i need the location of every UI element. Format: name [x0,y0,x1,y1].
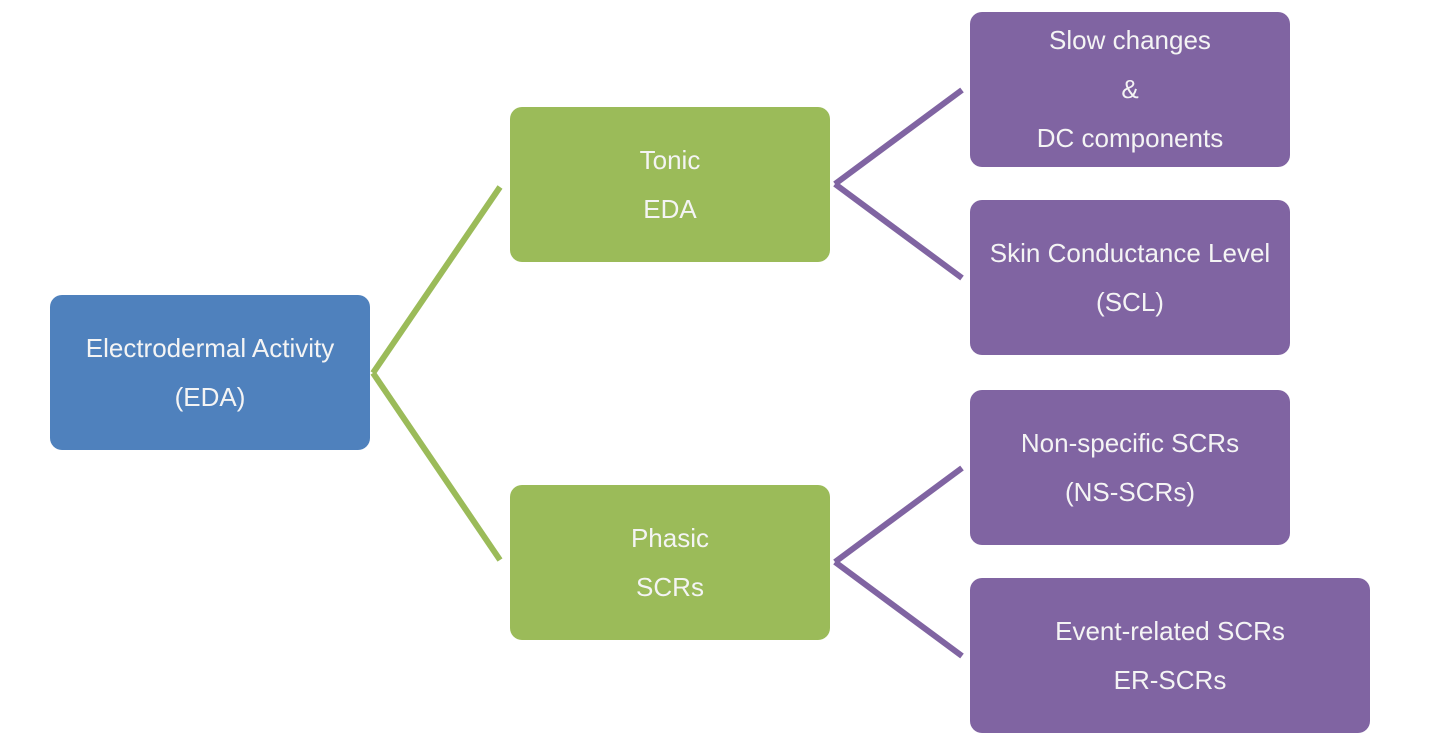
er-scrs-line-1: Event-related SCRs [1055,615,1285,646]
phasic-to-er-scrs-connector [833,559,964,659]
tonic-line-1: Tonic [639,144,701,175]
ns-scrs-line-1: Non-specific SCRs [1020,427,1240,458]
scl-line-2: (SCL) [1096,286,1164,317]
node-scl: Skin Conductance Level (SCL) [970,200,1290,355]
slow-changes-line-1: Slow changes [1049,25,1211,55]
node-ns-scrs: Non-specific SCRs (NS-SCRs) [970,390,1290,545]
ns-scrs-line-2: (NS-SCRs) [1065,476,1195,507]
root-to-tonic-connector [370,185,503,375]
scl-line-1: Skin Conductance Level [989,237,1271,268]
phasic-line-1: Phasic [630,522,710,553]
root-line-1: Electrodermal Activity [85,332,335,363]
root-to-phasic-connector [370,371,503,562]
node-phasic-scrs: Phasic SCRs [510,485,830,640]
tonic-to-scl-connector [833,181,964,281]
root-node-eda: Electrodermal Activity (EDA) [50,295,370,450]
node-er-scrs: Event-related SCRs ER-SCRs [970,578,1370,733]
node-tonic-eda: Tonic EDA [510,107,830,262]
phasic-line-2: SCRs [636,571,704,602]
phasic-to-ns-scrs-connector [833,465,964,565]
tonic-to-slow-changes-connector [833,87,964,187]
slow-changes-line-2: & [1121,74,1139,104]
root-line-2: (EDA) [174,381,246,412]
node-slow-changes: Slow changes & DC components [970,12,1290,167]
er-scrs-line-2: ER-SCRs [1113,664,1227,695]
tonic-line-2: EDA [643,193,697,224]
slow-changes-line-3: DC components [1036,123,1224,153]
